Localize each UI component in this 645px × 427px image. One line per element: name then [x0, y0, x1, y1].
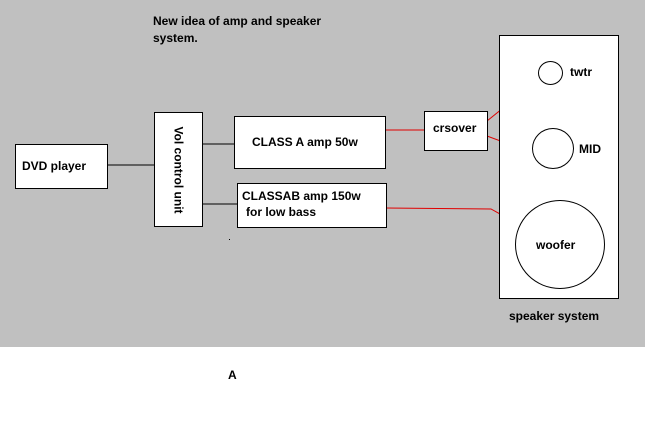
diagram-heading: New idea of amp and speaker system. — [153, 14, 322, 45]
mid-driver — [532, 128, 574, 169]
woofer-label: woofer — [536, 238, 576, 252]
class-ab-amp-label-line2: for low bass — [246, 205, 317, 219]
stray-dot — [229, 239, 230, 240]
crossover-label: crsover — [433, 121, 477, 135]
vol-control-label: Vol control unit — [171, 125, 186, 214]
tweeter-driver — [538, 61, 563, 85]
speaker-system-caption: speaker system — [509, 309, 600, 323]
crossover-block — [424, 111, 488, 151]
dvd-player-label: DVD player — [22, 159, 87, 173]
vol-control-label-wrap: Vol control unit — [155, 113, 202, 226]
class-a-amp-label: CLASS A amp 50w — [252, 135, 358, 149]
class-ab-amp-label-line1: CLASSAB amp 150w — [242, 189, 361, 203]
woofer-driver — [515, 200, 605, 289]
mid-label: MID — [579, 142, 601, 156]
class-a-amp-block — [234, 116, 386, 169]
footer-label: A — [228, 368, 237, 382]
vol-control-block — [154, 112, 203, 227]
dvd-player-block — [15, 144, 108, 189]
tweeter-label: twtr — [570, 65, 592, 79]
diagram-canvas: New idea of amp and speaker system. DVD … — [0, 0, 645, 347]
class-ab-amp-block — [237, 183, 387, 228]
